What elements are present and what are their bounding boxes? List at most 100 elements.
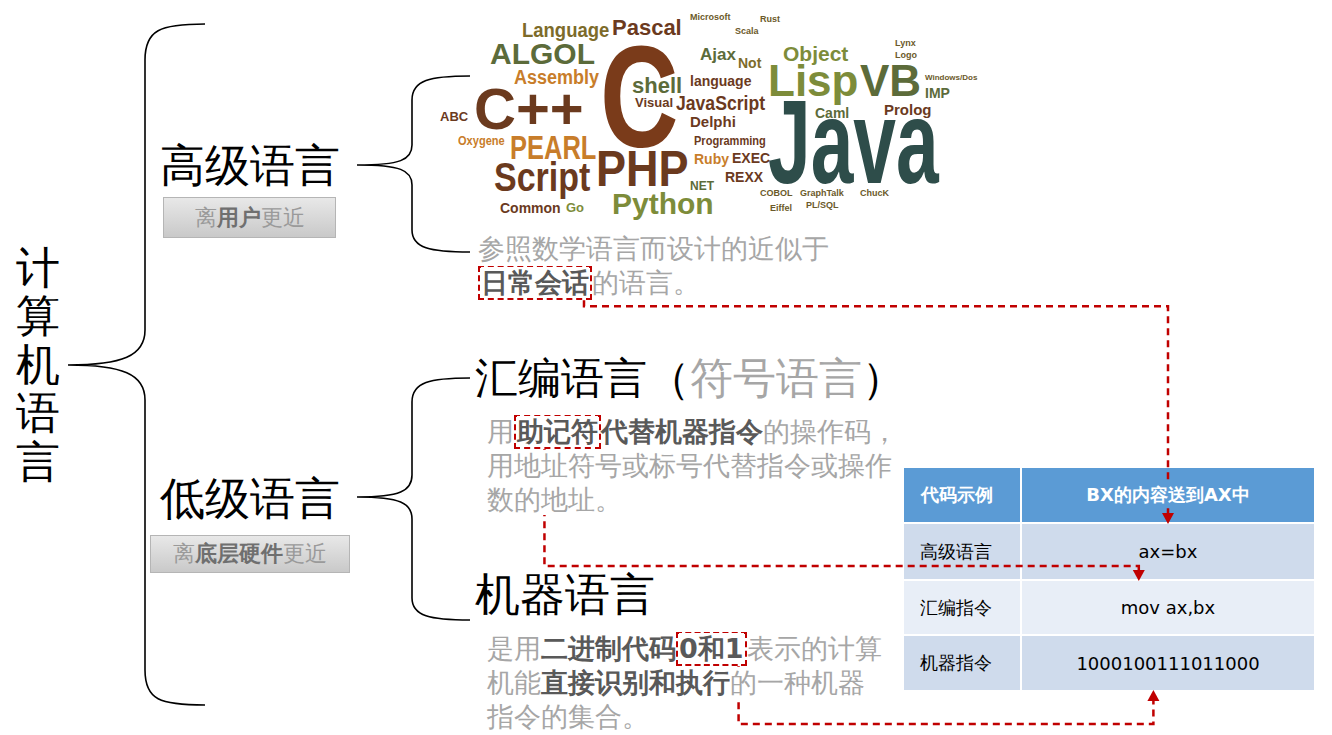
- cloud-word-slot: Python: [612, 189, 714, 219]
- language-name: ABC: [440, 109, 468, 124]
- cloud-word-slot: ALGOL: [490, 39, 595, 69]
- language-name: Scala: [735, 26, 759, 36]
- cell-text: BX的内容送到AX中: [1083, 483, 1252, 507]
- heading-slot: 汇编语言（符号语言）: [475, 357, 905, 400]
- language-name: Lynx: [895, 38, 916, 48]
- cloud-word-slot: Caml: [815, 106, 849, 120]
- cloud-word-slot: PHP: [596, 144, 689, 194]
- cloud-word-slot: ChucK: [860, 189, 889, 198]
- cloud-word-slot: Script: [494, 157, 590, 197]
- language-name: VB: [860, 56, 921, 105]
- language-name: ChucK: [860, 188, 889, 198]
- language-name: Go: [566, 200, 584, 215]
- language-name: Caml: [815, 105, 849, 121]
- branch-heading: 低级语言: [160, 472, 340, 525]
- root-title: 计算机语言: [16, 244, 60, 486]
- language-name: IMP: [925, 85, 950, 101]
- dashed-connector: [739, 666, 1160, 724]
- tag-text: 离: [195, 203, 217, 233]
- language-name: Microsoft: [690, 12, 731, 22]
- language-name: Ajax: [700, 45, 736, 64]
- table-cell: mov ax,bx: [1022, 581, 1314, 634]
- cloud-word-slot: Ruby: [694, 152, 729, 166]
- cloud-word-slot: GraphTalk: [800, 189, 844, 198]
- branch-heading: 机器语言: [475, 568, 655, 621]
- connector-line: [584, 300, 1168, 513]
- cloud-word-slot: Scala: [735, 27, 759, 36]
- table-cell: ax=bx: [1022, 524, 1314, 579]
- language-name: PL/SQL: [806, 200, 839, 210]
- branch-heading: 汇编语言（: [475, 353, 690, 403]
- highlight-text: 0和1: [679, 633, 744, 664]
- highlight-box: 日常会话: [478, 266, 592, 300]
- language-name: Ruby: [694, 151, 729, 167]
- language-name: Delphi: [690, 113, 736, 130]
- description: 参照数学语言而设计的近似于日常会话的语言。: [478, 232, 840, 300]
- language-name: Windows/Dos: [925, 73, 977, 82]
- root-title-slot: 计算机语言: [16, 244, 60, 486]
- cloud-word-slot: VB: [860, 59, 921, 103]
- branch-heading: 符号语言: [690, 353, 862, 403]
- language-name: Lisp: [768, 56, 858, 105]
- description: 用助记符代替机器指令的操作码，用地址符号或标号代替指令或操作数的地址。: [487, 415, 907, 517]
- cell-text: 机器指令: [918, 651, 994, 675]
- language-name: Prolog: [884, 101, 932, 118]
- dashed-connector: [584, 300, 1174, 524]
- table-cell: BX的内容送到AX中: [1022, 468, 1314, 522]
- cloud-word-slot: Visual: [635, 96, 673, 109]
- cell-text: 汇编指令: [918, 596, 994, 620]
- dashed-connector: [544, 449, 1144, 581]
- branch-heading: ）: [862, 353, 905, 403]
- heading-slot: 低级语言: [160, 476, 340, 521]
- cell-text: mov ax,bx: [1119, 597, 1217, 618]
- tag-text: 更近: [261, 203, 305, 233]
- tag-text: 离: [173, 539, 195, 569]
- language-name: Eiffel: [770, 203, 792, 213]
- tag-text: 更近: [283, 539, 327, 569]
- cell-text: 1000100111011000: [1074, 653, 1261, 674]
- cloud-word-slot: Pascal: [612, 17, 682, 39]
- connector-line: [739, 666, 1154, 724]
- table-cell: 汇编指令: [904, 581, 1020, 634]
- language-name: EXEC: [732, 150, 770, 166]
- description-text: 用: [487, 416, 514, 447]
- description-text: 是用: [487, 633, 541, 664]
- cloud-word-slot: Microsoft: [690, 13, 731, 22]
- table-cell: 机器指令: [904, 636, 1020, 690]
- description-text: 的语言。: [592, 267, 700, 298]
- highlight-text: 助记符: [517, 416, 598, 447]
- highlight-text: 日常会话: [481, 267, 589, 298]
- language-name: Visual: [635, 95, 673, 110]
- cloud-word-slot: COBOL: [760, 189, 793, 198]
- language-name: GraphTalk: [800, 188, 844, 198]
- arrow-head: [1133, 570, 1145, 581]
- arrow-head: [1147, 690, 1159, 701]
- branch-heading: 高级语言: [160, 139, 340, 192]
- language-name: C++: [474, 76, 584, 141]
- cloud-word-slot: Windows/Dos: [925, 74, 977, 82]
- cloud-word-slot: shell: [632, 75, 682, 97]
- cloud-word-slot: Not: [738, 56, 761, 70]
- highlight-box: 0和1: [676, 632, 747, 666]
- cloud-word-slot: Common: [500, 201, 561, 215]
- language-name: JavaScript: [676, 92, 765, 114]
- cloud-word-slot: Go: [566, 201, 584, 214]
- language-name: COBOL: [760, 188, 793, 198]
- tag-text: 用户: [217, 203, 261, 233]
- table-cell: 代码示例: [904, 468, 1020, 522]
- high-brace: [357, 76, 470, 252]
- language-name: shell: [632, 73, 682, 98]
- cloud-word-slot: Programming: [694, 134, 766, 147]
- language-name: Rust: [760, 14, 780, 24]
- low-brace: [357, 378, 470, 620]
- cell-text: 代码示例: [918, 483, 996, 507]
- cloud-word-slot: Lisp: [768, 59, 858, 103]
- cell-text: 高级语言: [918, 540, 994, 564]
- language-name: language: [690, 73, 751, 89]
- proximity-tag: 离底层硬件更近: [150, 535, 350, 573]
- language-name: Common: [500, 200, 561, 216]
- arrow-head: [1162, 513, 1174, 524]
- cloud-word-slot: ABC: [440, 110, 468, 123]
- cloud-word-slot: IMP: [925, 86, 950, 100]
